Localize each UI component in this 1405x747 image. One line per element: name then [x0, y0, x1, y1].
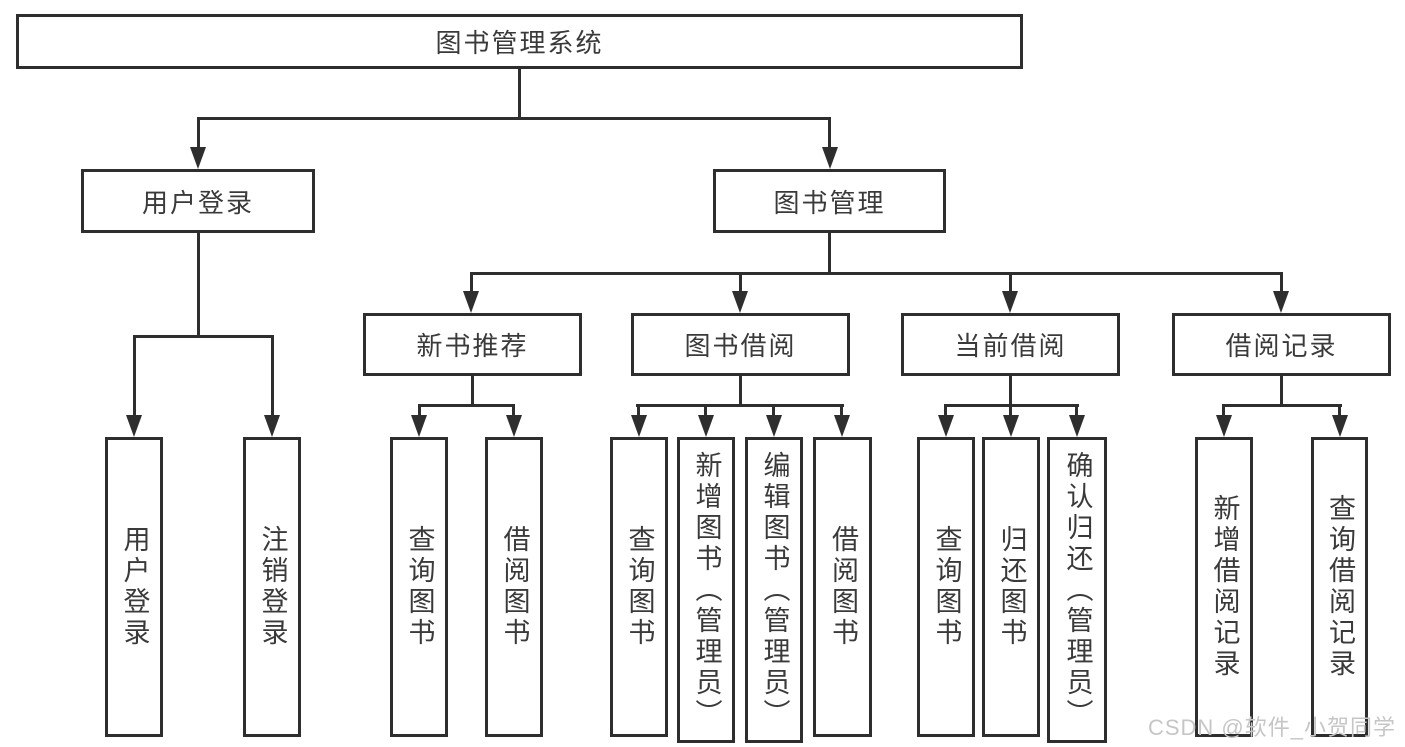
leaf-bb-query-books-label: 查询图书: [624, 525, 655, 649]
connector-line: [1223, 404, 1342, 407]
node-library-system: 图书管理系统: [16, 14, 1023, 69]
connector-line: [1280, 376, 1283, 406]
leaf-br-add-record-label: 新增借阅记录: [1209, 494, 1240, 680]
node-book-management: 图书管理: [713, 169, 946, 233]
arrow-down: [938, 415, 954, 437]
node-book-borrow: 图书借阅: [631, 313, 850, 376]
leaf-user-login: 用户登录: [105, 437, 163, 737]
arrow-down: [766, 415, 782, 437]
connector-line: [1009, 272, 1012, 293]
leaf-logout-label: 注销登录: [257, 525, 288, 649]
arrow-down: [126, 415, 142, 437]
arrow-down: [264, 415, 280, 437]
connector-line: [828, 233, 831, 274]
node-user-login-label: 用户登录: [141, 187, 254, 218]
leaf-cb-query-books: 查询图书: [917, 437, 975, 737]
leaf-cb-confirm-return-admin: 确认归还（管理员）: [1047, 437, 1107, 743]
connector-line: [944, 404, 947, 417]
connector-line: [739, 272, 742, 293]
leaf-bb-query-books: 查询图书: [610, 437, 668, 737]
arrow-down: [834, 415, 850, 437]
arrow-down: [506, 415, 522, 437]
connector-line: [197, 117, 200, 149]
arrow-down: [463, 291, 479, 313]
node-book-borrow-label: 图书借阅: [684, 331, 797, 361]
connector-line: [518, 69, 521, 119]
connector-line: [418, 404, 421, 417]
leaf-logout: 注销登录: [243, 437, 301, 737]
connector-line: [271, 335, 274, 417]
leaf-bb-borrow-books-label: 借阅图书: [828, 525, 858, 649]
leaf-br-add-record: 新增借阅记录: [1195, 437, 1253, 737]
connector-line: [1338, 404, 1341, 417]
leaf-nbr-borrow-books-label: 借阅图书: [499, 525, 530, 649]
watermark: CSDN @软件_小贺同学: [1147, 715, 1396, 740]
node-user-login: 用户登录: [81, 169, 315, 233]
leaf-cb-query-books-label: 查询图书: [931, 525, 962, 649]
arrow-down: [1216, 415, 1232, 437]
leaf-nbr-query-books-label: 查询图书: [404, 525, 435, 649]
arrow-down: [1069, 415, 1085, 437]
leaf-br-query-record: 查询借阅记录: [1311, 437, 1368, 737]
connector-line: [739, 376, 742, 406]
node-borrow-records-label: 借阅记录: [1225, 331, 1338, 361]
arrow-down: [190, 147, 206, 169]
arrow-down: [1273, 291, 1289, 313]
arrow-down: [1003, 415, 1019, 437]
leaf-cb-confirm-return-admin-label: 确认归还（管理员）: [1062, 450, 1093, 730]
connector-line: [418, 404, 515, 407]
arrow-down: [732, 291, 748, 313]
connector-line: [704, 404, 707, 417]
connector-line: [197, 233, 200, 337]
connector-line: [133, 335, 274, 338]
connector-line: [133, 335, 136, 417]
leaf-bb-edit-books-admin-label: 编辑图书（管理员）: [759, 450, 790, 730]
node-book-management-label: 图书管理: [773, 187, 886, 218]
node-new-book-recommend-label: 新书推荐: [416, 331, 529, 361]
arrow-down: [822, 147, 838, 169]
connector-line: [1009, 376, 1012, 406]
connector-line: [772, 404, 775, 417]
connector-line: [945, 404, 1079, 407]
node-current-borrow-label: 当前借阅: [954, 331, 1067, 361]
connector-line: [197, 117, 831, 120]
node-new-book-recommend: 新书推荐: [363, 313, 582, 376]
arrow-down: [1002, 291, 1018, 313]
connector-line: [828, 117, 831, 149]
leaf-nbr-borrow-books: 借阅图书: [485, 437, 543, 737]
connector-line: [1222, 404, 1225, 417]
connector-line: [1009, 404, 1012, 417]
connector-line: [471, 376, 474, 406]
arrow-down: [631, 415, 647, 437]
connector-line: [636, 404, 844, 407]
connector-line: [637, 404, 640, 417]
connector-line: [1280, 272, 1283, 293]
arrow-down: [411, 415, 427, 437]
connector-line: [512, 404, 515, 417]
connector-line: [1075, 404, 1078, 417]
connector-line: [840, 404, 843, 417]
leaf-bb-add-books-admin-label: 新增图书（管理员）: [691, 450, 722, 730]
leaf-bb-add-books-admin: 新增图书（管理员）: [677, 437, 735, 743]
leaf-bb-edit-books-admin: 编辑图书（管理员）: [745, 437, 803, 743]
connector-line: [470, 272, 1283, 275]
arrow-down: [1332, 415, 1348, 437]
connector-line: [470, 272, 473, 293]
node-borrow-records: 借阅记录: [1172, 313, 1391, 376]
node-current-borrow: 当前借阅: [901, 313, 1120, 376]
leaf-user-login-label: 用户登录: [119, 525, 150, 649]
leaf-nbr-query-books: 查询图书: [390, 437, 448, 737]
arrow-down: [698, 415, 714, 437]
leaf-cb-return-books: 归还图书: [982, 437, 1040, 737]
node-library-system-label: 图书管理系统: [435, 28, 604, 58]
leaf-bb-borrow-books: 借阅图书: [813, 437, 872, 737]
leaf-br-query-record-label: 查询借阅记录: [1325, 494, 1355, 680]
leaf-cb-return-books-label: 归还图书: [996, 525, 1027, 649]
